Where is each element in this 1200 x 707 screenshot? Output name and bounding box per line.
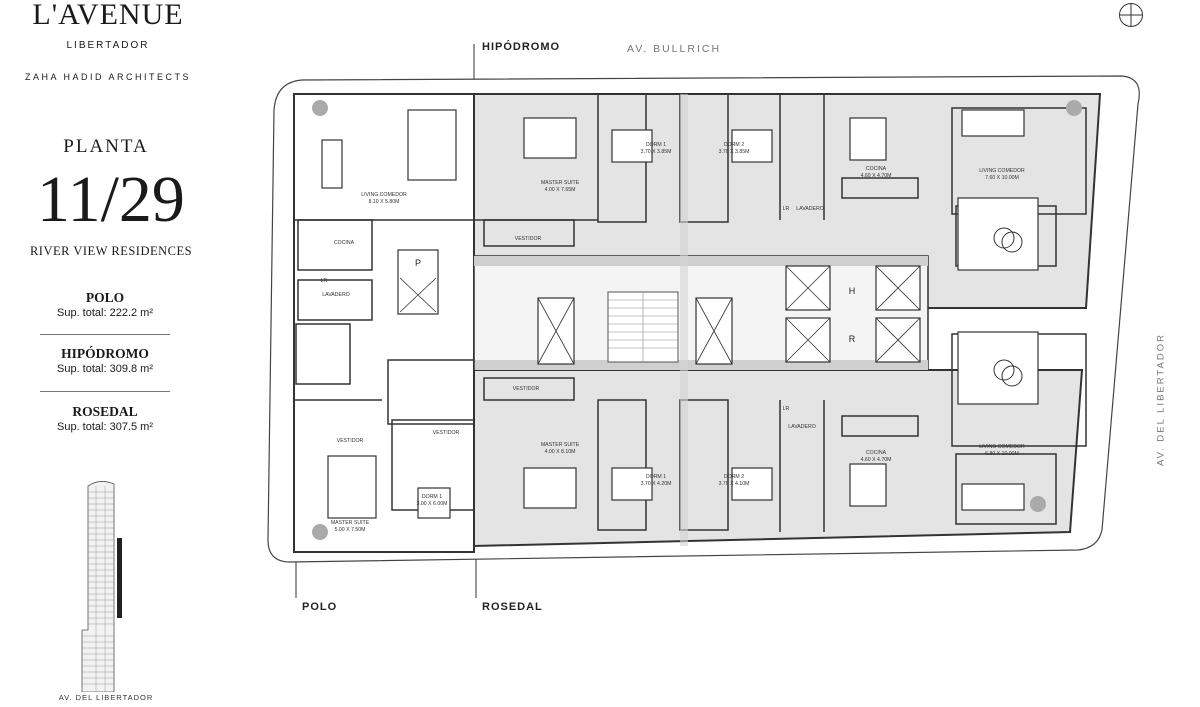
dining-table xyxy=(321,139,343,189)
room-label: VESTIDOR xyxy=(513,386,540,392)
street-label-top: AV. BULLRICH xyxy=(627,43,722,55)
room-dim: 3.00 X 6.00M xyxy=(417,501,448,507)
living-set xyxy=(957,197,1039,271)
unit-surface-polo: Sup. total: 222.2 m² xyxy=(57,307,153,319)
bed xyxy=(611,467,653,501)
room-label: LR xyxy=(321,278,328,284)
unit-surface-rosedal: Sup. total: 307.5 m² xyxy=(57,421,153,433)
core-wall xyxy=(474,360,928,370)
bed xyxy=(611,129,653,163)
kitchen-island xyxy=(849,463,887,507)
room-dim: 4.60 X 4.70M xyxy=(861,173,892,179)
room-dim: 3.70 X 3.85M xyxy=(719,149,750,155)
tagline: RIVER VIEW RESIDENCES xyxy=(29,244,193,258)
room-dim: 5.00 X 7.50M xyxy=(335,527,366,533)
room-label: LIVING COMEDOR xyxy=(979,168,1025,174)
room-dim: 6.80 X 10.00M xyxy=(985,451,1019,457)
kitchen-island xyxy=(849,117,887,161)
living-set xyxy=(957,331,1039,405)
marker-hipodromo: HIPÓDROMO xyxy=(482,41,561,53)
marker-rosedal: ROSEDAL xyxy=(482,601,543,613)
room-dim: 3.70 X 4.10M xyxy=(719,481,750,487)
floor-numbers: 11/29 xyxy=(37,163,185,236)
room-label: LAVADERO xyxy=(796,206,823,212)
architects-label: ZAHA HADID ARCHITECTS xyxy=(24,72,191,82)
brand-logo: L'AVENUE xyxy=(32,0,184,31)
bed xyxy=(523,117,577,159)
room-label: LAVADERO xyxy=(788,424,815,430)
room-label: VESTIDOR xyxy=(515,236,542,242)
core-wall xyxy=(474,256,928,266)
street-label-bottom: AV. DEL LIBERTADOR xyxy=(58,693,154,702)
room-label: DORM 2 xyxy=(724,474,744,480)
bed xyxy=(327,455,377,519)
room-label: MASTER SUITE xyxy=(331,520,370,526)
room-dim: 8.10 X 5.80M xyxy=(369,199,400,205)
lift-r-label: R xyxy=(849,334,856,344)
room-label: LIVING COMEDOR xyxy=(361,192,407,198)
room-dim: 4.00 X 7.65M xyxy=(545,187,576,193)
sofa xyxy=(407,109,457,181)
room-label: COCINA xyxy=(866,450,887,456)
marker-polo: POLO xyxy=(302,601,338,613)
room-dim: 4.00 X 8.10M xyxy=(545,449,576,455)
room-dim: 3.70 X 3.85M xyxy=(641,149,672,155)
unit-name-polo: POLO xyxy=(85,290,125,305)
divider xyxy=(40,334,170,335)
room-label: LR xyxy=(783,406,790,412)
divider xyxy=(40,391,170,392)
unit-surface-hipodromo: Sup. total: 309.8 m² xyxy=(57,363,153,375)
brand-subtitle: LIBERTADOR xyxy=(66,40,150,51)
room-label: LIVING COMEDOR xyxy=(979,444,1025,450)
bed xyxy=(731,129,773,163)
room-label: DORM 1 xyxy=(646,474,666,480)
room-label: LR xyxy=(783,206,790,212)
room-label: LAVADERO xyxy=(322,292,349,298)
unit-name-rosedal: ROSEDAL xyxy=(72,404,138,419)
room-dim: 7.60 X 10.00M xyxy=(985,175,1019,181)
floor-plan: H R P xyxy=(267,75,1140,563)
unit-name-hipodromo: HIPÓDROMO xyxy=(61,346,149,361)
planta-label: PLANTA xyxy=(63,136,149,157)
room-dim: 3.70 X 4.20M xyxy=(641,481,672,487)
room-label: VESTIDOR xyxy=(337,438,364,444)
room-label: MASTER SUITE xyxy=(541,180,580,186)
room-dim: 4.60 X 4.70M xyxy=(861,457,892,463)
room-label: DORM 1 xyxy=(422,494,442,500)
room-label: DORM 1 xyxy=(646,142,666,148)
room-label: DORM 2 xyxy=(724,142,744,148)
dining-table xyxy=(961,483,1025,511)
room-label: COCINA xyxy=(334,240,355,246)
bed xyxy=(417,487,451,519)
bed xyxy=(731,467,773,501)
dining-table xyxy=(961,109,1025,137)
bed xyxy=(523,467,577,509)
tower-elevation-icon xyxy=(81,481,122,692)
lift-h-label: H xyxy=(849,286,856,296)
room-label: COCINA xyxy=(866,166,887,172)
compass-icon xyxy=(1119,3,1143,27)
room-label: VESTIDOR xyxy=(433,430,460,436)
room-label: MASTER SUITE xyxy=(541,442,580,448)
lift-p-label: P xyxy=(415,258,421,268)
